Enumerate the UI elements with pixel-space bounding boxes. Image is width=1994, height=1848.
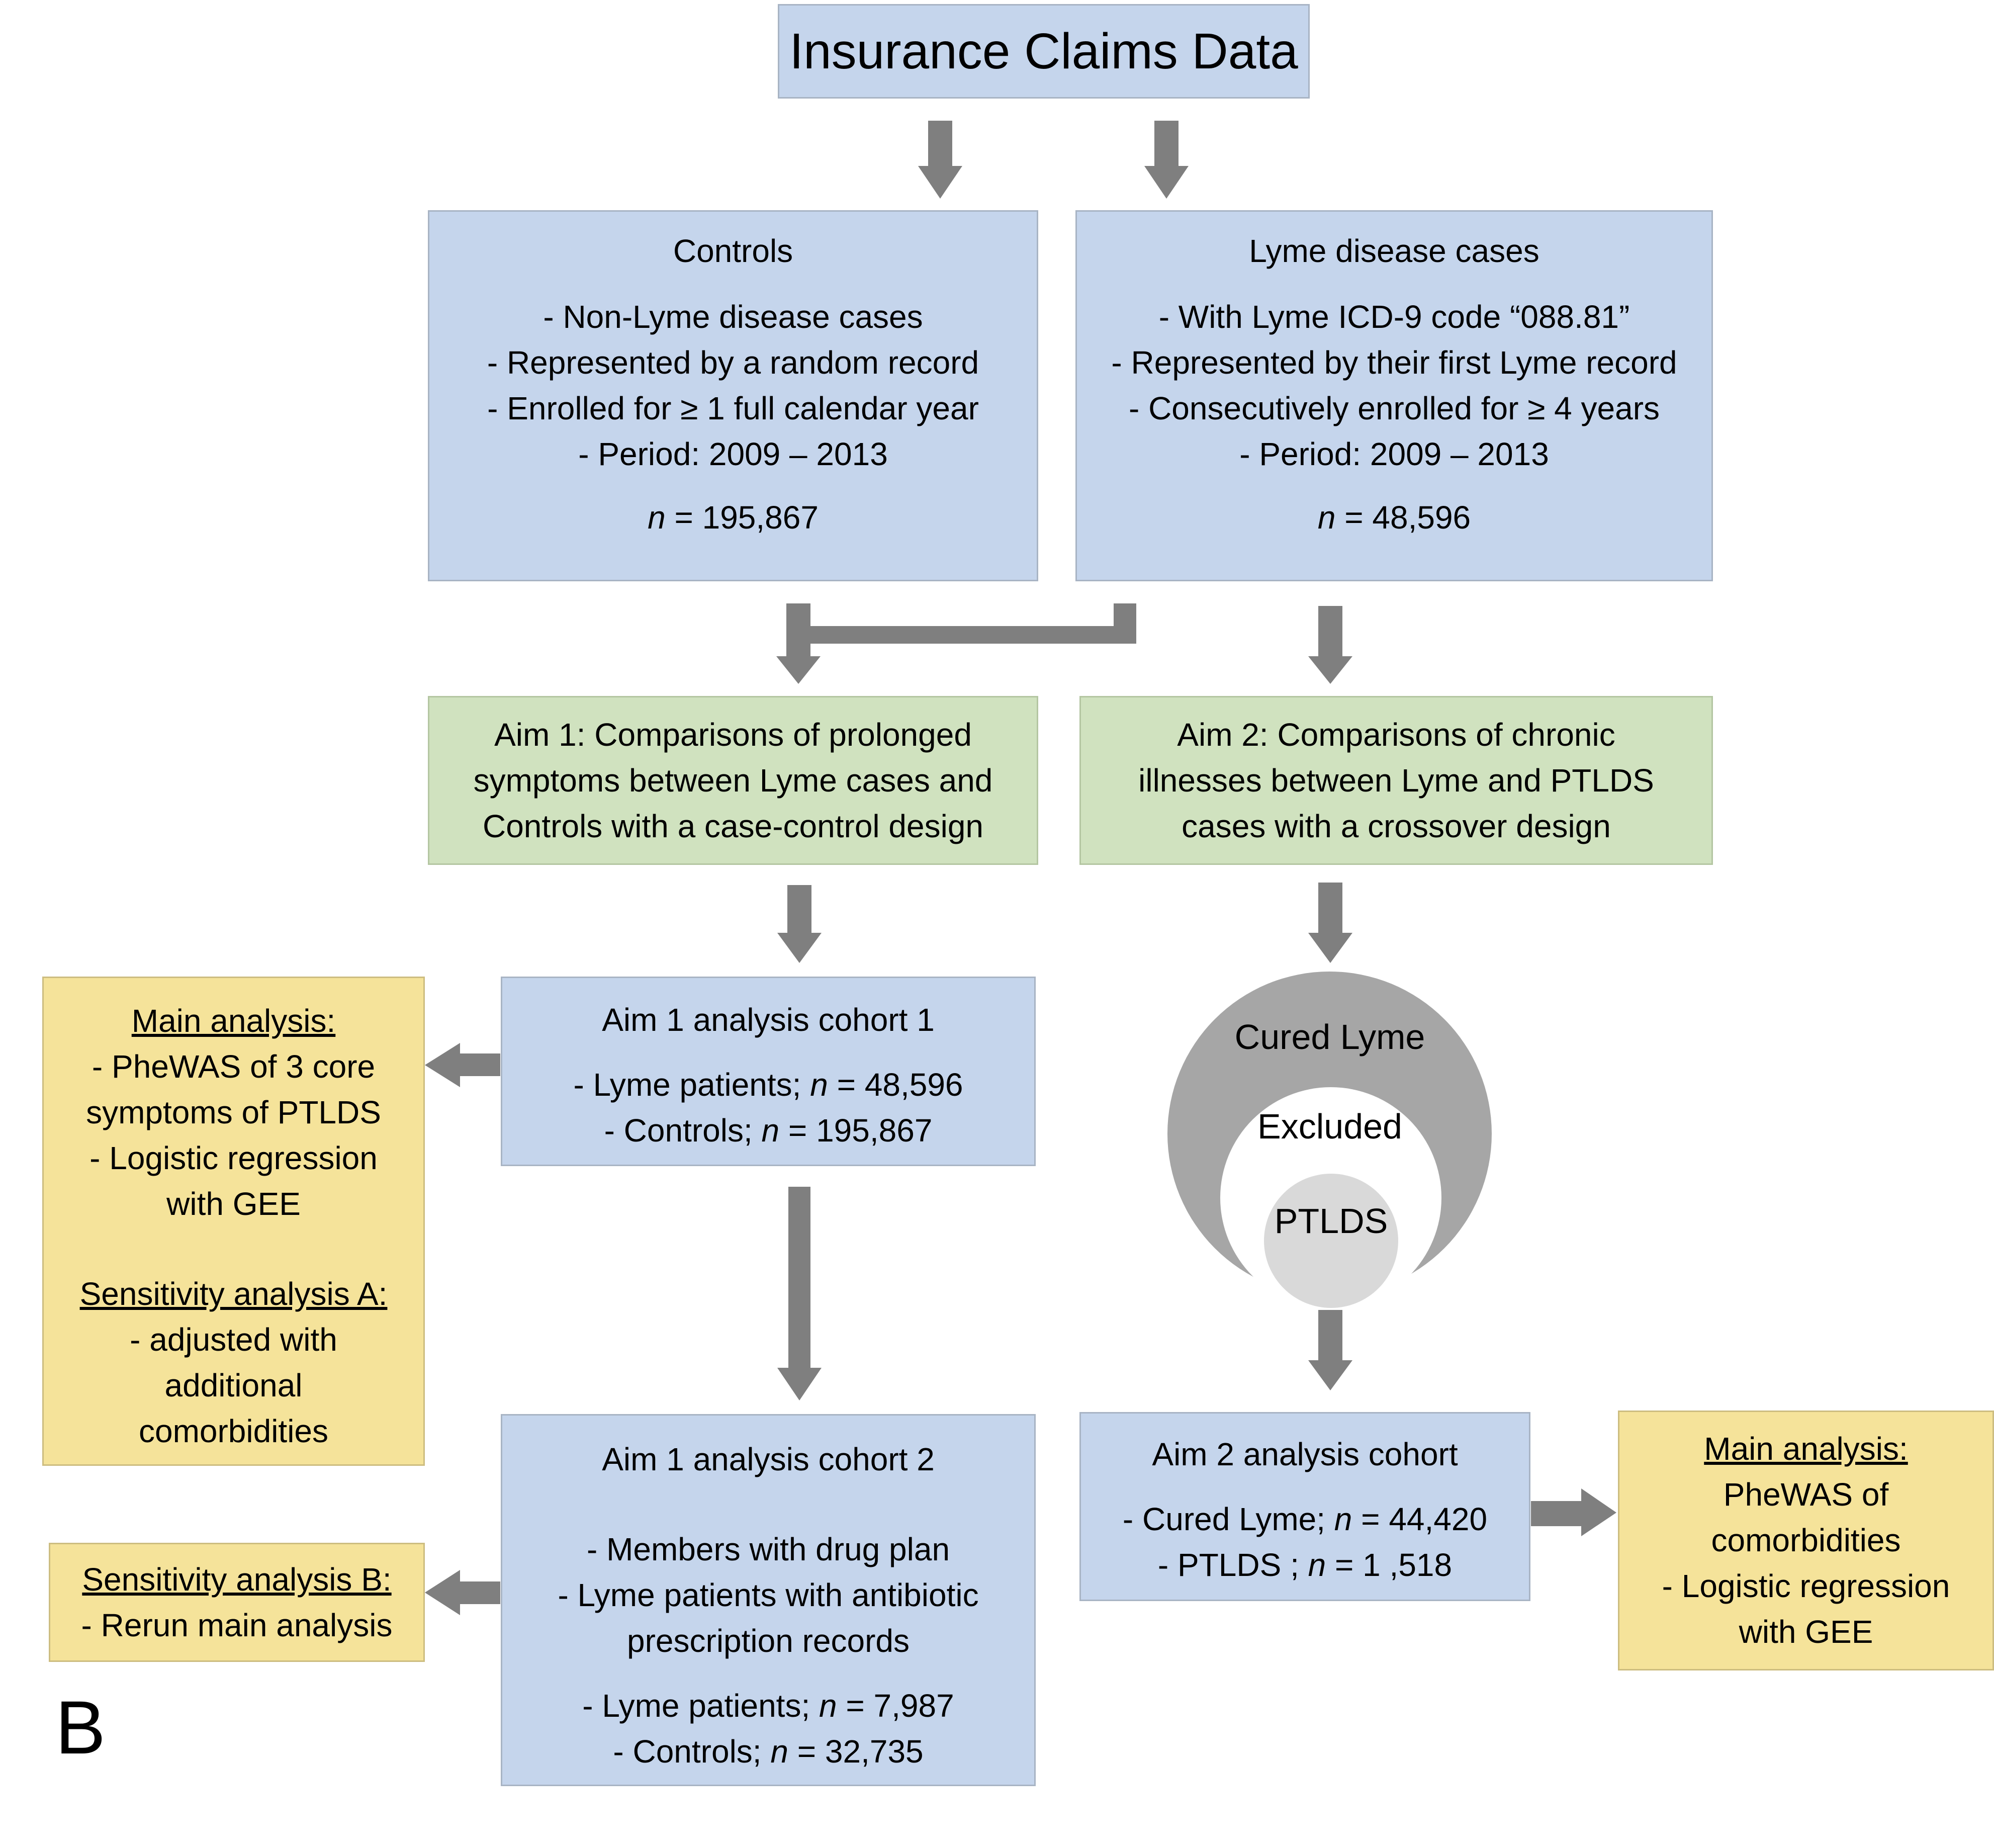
cohort1-row: - Lyme patients; n = 48,596: [573, 1067, 963, 1103]
controls-n: n = 195,867: [648, 499, 819, 536]
aim1-cohort2-box: Aim 1 analysis cohort 2 - Members with d…: [501, 1414, 1036, 1786]
arrow-title-to-controls: [918, 121, 962, 199]
cohort2-bullet: - Lyme patients with antibiotic: [558, 1577, 979, 1613]
venn-outer-label: Cured Lyme: [1234, 1017, 1425, 1057]
sensitivity-a-line: - adjusted with: [130, 1322, 337, 1358]
aim1-line: Controls with a case-control design: [482, 808, 984, 844]
controls-box: Controls - Non-Lyme disease cases - Repr…: [428, 210, 1038, 581]
lyme-cases-box: Lyme disease cases - With Lyme ICD-9 cod…: [1075, 210, 1713, 581]
main-analysis-right-line: - Logistic regression: [1662, 1568, 1950, 1604]
cohort2-bullet: - Members with drug plan: [586, 1531, 950, 1567]
cohort2-row: - Controls; n = 32,735: [613, 1733, 924, 1770]
aim2-line: illnesses between Lyme and PTLDS: [1138, 762, 1654, 799]
venn-middle-label: Excluded: [1257, 1107, 1402, 1146]
cohort2-bullet: prescription records: [627, 1623, 910, 1659]
arrow-aim2-cohort-to-main-analysis: [1531, 1488, 1616, 1536]
arrow-cohort1-to-main-analysis: [425, 1043, 500, 1087]
arrow-cohort1-to-cohort2: [777, 1187, 822, 1400]
aim2-cohort-row: - PTLDS ; n = 1 ,518: [1157, 1547, 1453, 1583]
sensitivity-b-line: - Rerun main analysis: [81, 1607, 393, 1643]
controls-bullet: - Represented by a random record: [487, 344, 979, 381]
arrow-venn-to-aim2-cohort: [1308, 1310, 1352, 1390]
sensitivity-b-heading: Sensitivity analysis B:: [82, 1561, 392, 1598]
aim1-line: symptoms between Lyme cases and: [473, 762, 993, 799]
lyme-cases-n: n = 48,596: [1317, 499, 1471, 536]
lyme-cases-bullet: - With Lyme ICD-9 code “088.81”: [1158, 299, 1630, 335]
cohort2-row: - Lyme patients; n = 7,987: [582, 1688, 954, 1724]
aim2-line: Aim 2: Comparisons of chronic: [1177, 716, 1615, 753]
main-analysis-right-box: Main analysis: PheWAS of comorbidities -…: [1618, 1411, 1994, 1670]
sensitivity-a-heading: Sensitivity analysis A:: [79, 1276, 388, 1312]
arrow-lyme-to-aim2: [1308, 606, 1352, 684]
lyme-cases-bullet: - Consecutively enrolled for ≥ 4 years: [1128, 390, 1660, 426]
panel-letter: B: [55, 1685, 106, 1770]
ptlds-circle: [1264, 1174, 1398, 1308]
controls-bullet: - Non-Lyme disease cases: [543, 299, 923, 335]
sensitivity-a-line: additional: [164, 1367, 303, 1403]
main-analysis-left-heading: Main analysis:: [131, 1003, 336, 1039]
venn-inner-label: PTLDS: [1274, 1201, 1388, 1241]
controls-bullet: - Enrolled for ≥ 1 full calendar year: [487, 390, 979, 426]
aim2-cohort-heading: Aim 2 analysis cohort: [1152, 1436, 1458, 1472]
sensitivity-b-box: Sensitivity analysis B: - Rerun main ana…: [49, 1543, 425, 1662]
aim1-line: Aim 1: Comparisons of prolonged: [494, 716, 972, 753]
aim1-box: Aim 1: Comparisons of prolonged symptoms…: [428, 696, 1038, 865]
main-analysis-left-line: - PheWAS of 3 core: [92, 1048, 376, 1085]
cohort2-heading: Aim 1 analysis cohort 2: [602, 1441, 935, 1477]
lyme-cases-bullet: - Represented by their first Lyme record: [1111, 344, 1677, 381]
lyme-cases-heading: Lyme disease cases: [1249, 233, 1539, 269]
cohort1-heading: Aim 1 analysis cohort 1: [602, 1002, 935, 1038]
main-analysis-left-line: with GEE: [166, 1186, 301, 1222]
insurance-claims-data-box: Insurance Claims Data: [778, 4, 1310, 99]
lyme-cases-bullet: - Period: 2009 – 2013: [1239, 436, 1549, 472]
main-analysis-right-line: PheWAS of: [1723, 1476, 1889, 1513]
main-analysis-left-box: Main analysis: - PheWAS of 3 core sympto…: [42, 977, 425, 1466]
arrow-controls-to-aim1: [776, 603, 821, 684]
arrow-cohort2-to-sensitivity-b: [425, 1570, 500, 1615]
connector-bar-vertical: [1114, 603, 1136, 644]
diagram-title: Insurance Claims Data: [789, 23, 1298, 79]
main-analysis-left-line: - Logistic regression: [89, 1140, 378, 1176]
controls-bullet: - Period: 2009 – 2013: [578, 436, 888, 472]
main-analysis-right-line: with GEE: [1739, 1614, 1873, 1650]
arrow-aim1-to-cohort1: [777, 885, 822, 963]
cohort1-row: - Controls; n = 195,867: [604, 1112, 933, 1149]
aim2-box: Aim 2: Comparisons of chronic illnesses …: [1079, 696, 1713, 865]
main-analysis-right-heading: Main analysis:: [1704, 1431, 1908, 1467]
arrow-aim2-to-venn: [1308, 883, 1352, 963]
sensitivity-a-line: comorbidities: [138, 1413, 329, 1449]
aim2-cohort-box: Aim 2 analysis cohort - Cured Lyme; n = …: [1079, 1412, 1530, 1601]
connector-bar-horizontal: [799, 626, 1136, 644]
aim2-line: cases with a crossover design: [1182, 808, 1611, 844]
controls-heading: Controls: [673, 233, 793, 269]
main-analysis-left-line: symptoms of PTLDS: [86, 1094, 381, 1130]
aim1-cohort1-box: Aim 1 analysis cohort 1 - Lyme patients;…: [501, 977, 1036, 1166]
main-analysis-right-line: comorbidities: [1711, 1522, 1901, 1558]
arrow-title-to-lyme: [1144, 121, 1189, 199]
aim2-cohort-row: - Cured Lyme; n = 44,420: [1122, 1501, 1488, 1537]
